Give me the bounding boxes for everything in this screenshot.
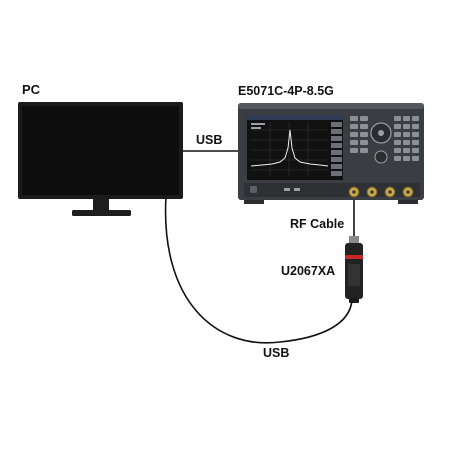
monitor-stand-base [72, 210, 131, 216]
pc-label: PC [22, 82, 41, 97]
analyzer-rf-ports [348, 186, 414, 198]
analyzer-model-label: E5071C-4P-8.5G [238, 84, 334, 98]
analyzer-keypad [350, 116, 419, 161]
sensor-label-area [348, 264, 360, 286]
usb-label-pc-sensor: USB [263, 346, 290, 360]
cables [164, 150, 355, 344]
monitor-stand-neck [93, 199, 109, 210]
network-analyzer [238, 103, 424, 204]
monitor-screen [22, 106, 179, 195]
analyzer-nav-pad [374, 150, 388, 164]
analyzer-screen-titlebar [247, 115, 343, 120]
analyzer-foot-left [244, 200, 264, 204]
analyzer-foot-right [398, 200, 418, 204]
analyzer-top-strip [238, 103, 424, 109]
analyzer-usb-port-2 [294, 188, 300, 191]
analyzer-power-button [250, 186, 257, 193]
analyzer-usb-port-1 [284, 188, 290, 191]
rf-cable-label: RF Cable [290, 217, 345, 231]
sensor-accent-band [345, 255, 363, 259]
sensor-cable-boot [349, 298, 359, 303]
usb-label-pc-analyzer: USB [196, 133, 223, 147]
sensor-connector [349, 236, 359, 244]
power-sensor [345, 236, 363, 303]
analyzer-knob-center [378, 130, 384, 136]
analyzer-screen [247, 115, 343, 180]
analyzer-screen-text [251, 123, 265, 129]
analyzer-softkeys [331, 122, 342, 176]
sensor-model-label: U2067XA [281, 264, 336, 278]
pc-monitor [18, 102, 183, 216]
usb-cable-pc-sensor [164, 195, 353, 344]
analyzer-trace [250, 129, 329, 167]
